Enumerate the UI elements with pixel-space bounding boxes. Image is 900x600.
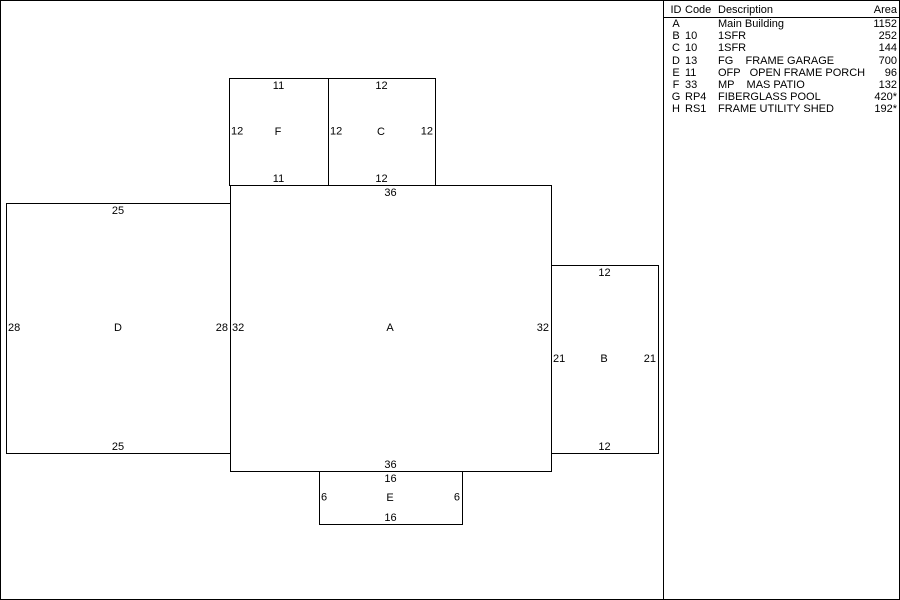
area-b-top-dim: 12 [598,267,610,279]
legend-id: D [672,54,680,67]
legend-description: FG FRAME GARAGE [718,54,835,67]
area-c-top-dim: 12 [375,80,387,92]
legend-description: FRAME UTILITY SHED [718,103,834,116]
legend-id: B [672,30,680,43]
area-c-left-dim: 12 [330,125,342,137]
area-f-top-dim: 11 [273,80,284,92]
legend-row: C 10 1SFR 144 [664,42,899,54]
area-b-bottom-dim: 12 [598,441,610,453]
area-c-right-dim: 12 [421,125,433,137]
legend-area: 252 [878,30,897,43]
legend-description: MP MAS PATIO [718,78,805,91]
area-b-left-dim: 21 [553,353,565,365]
area-a-label: A [386,322,394,334]
area-e-top-dim: 16 [384,473,396,485]
legend-description: 1SFR [718,42,747,55]
legend-row: A Main Building 1152 [664,18,899,30]
area-b-label: B [600,353,607,365]
legend-header: ID Code Description Area [664,4,899,18]
area-e-right-dim: 6 [454,491,460,503]
area-f-outline [229,78,329,186]
area-d-top-dim: 25 [112,205,124,217]
legend-row: E 11 OFP OPEN FRAME PORCH 96 [664,67,899,79]
legend-area: 700 [878,54,897,67]
legend-code: 11 [685,66,697,79]
area-d-bottom-dim: 25 [112,441,124,453]
area-d-right-dim: 28 [216,322,228,334]
area-e-bottom-dim: 16 [384,512,396,524]
area-f-label: F [275,126,282,138]
area-b-outline [551,265,659,454]
legend-row: G RP4 FIBERGLASS POOL 420* [664,91,899,103]
legend-row: D 13 FG FRAME GARAGE 700 [664,55,899,67]
area-a-right-dim: 32 [537,322,549,334]
legend-area: 420* [874,91,897,104]
legend-area: 96 [884,66,897,79]
legend-description: 1SFR [718,30,747,43]
legend-header-id: ID [670,4,682,16]
legend-description: FIBERGLASS POOL [718,91,821,104]
legend-code: RS1 [685,103,707,116]
area-a-top-dim: 36 [384,187,396,199]
legend-row: F 33 MP MAS PATIO 132 [664,79,899,91]
legend-id: E [672,66,680,79]
area-d-outline [6,203,231,454]
legend-code: 10 [685,42,698,55]
area-b-right-dim: 21 [644,353,656,365]
legend-id: G [671,91,681,104]
legend-id: C [672,42,680,55]
area-c-label: C [377,126,385,138]
area-a-bottom-dim: 36 [384,459,396,471]
area-a-left-dim: 32 [232,322,244,334]
area-f-bottom-dim: 11 [273,173,284,185]
legend-description: OFP OPEN FRAME PORCH [718,66,866,79]
legend-row: H RS1 FRAME UTILITY SHED 192* [664,103,899,115]
legend-code: RP4 [685,91,707,104]
legend-area: 132 [878,78,897,91]
legend-id: F [672,78,680,91]
area-e-label: E [386,492,393,504]
area-e-left-dim: 6 [321,491,327,503]
area-f-left-dim: 12 [231,125,243,137]
legend-row: B 10 1SFR 252 [664,30,899,42]
legend-header-code: Code [685,4,712,16]
legend-id: A [672,18,680,30]
legend-area: 1152 [873,18,897,30]
legend-id: H [672,103,680,116]
legend-area: 144 [878,42,897,55]
area-c-bottom-dim: 12 [375,173,387,185]
legend-area: 192* [874,103,897,116]
area-e-outline [319,471,463,525]
area-d-label: D [114,322,122,334]
legend-header-area: Area [873,4,897,16]
area-d-left-dim: 28 [8,322,20,334]
legend-header-description: Description [718,4,774,16]
legend-description: Main Building [718,18,785,30]
legend-code: 13 [685,54,698,67]
legend-code: 10 [685,30,698,43]
legend-code: 33 [685,78,698,91]
